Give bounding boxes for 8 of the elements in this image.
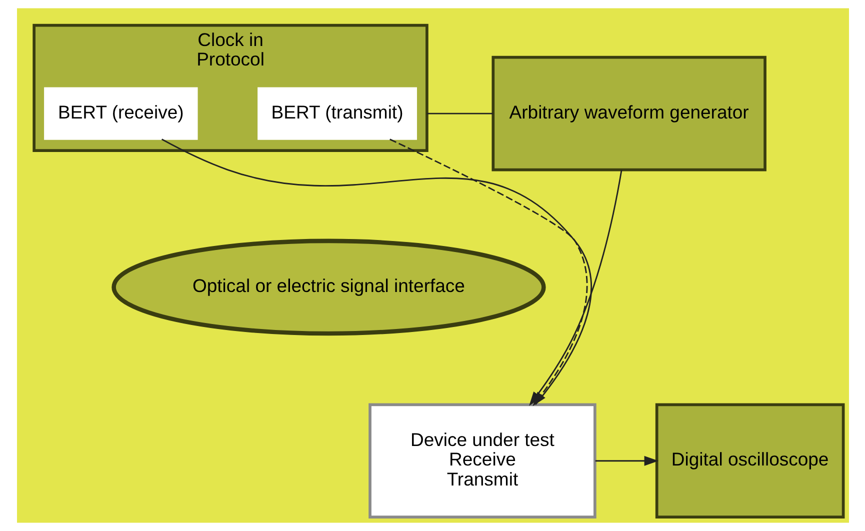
connector (426, 112, 492, 114)
node-box: Digital oscilloscope (654, 403, 844, 519)
node-box: Device under test Receive Transmit (368, 403, 596, 519)
node-box: Arbitrary waveform generator (491, 56, 766, 172)
node-ellipse: Optical or electric signal interface (111, 238, 546, 336)
node-box: BERT (transmit) (257, 87, 416, 140)
arrow (594, 456, 658, 466)
node-box: BERT (receive) (44, 87, 198, 140)
